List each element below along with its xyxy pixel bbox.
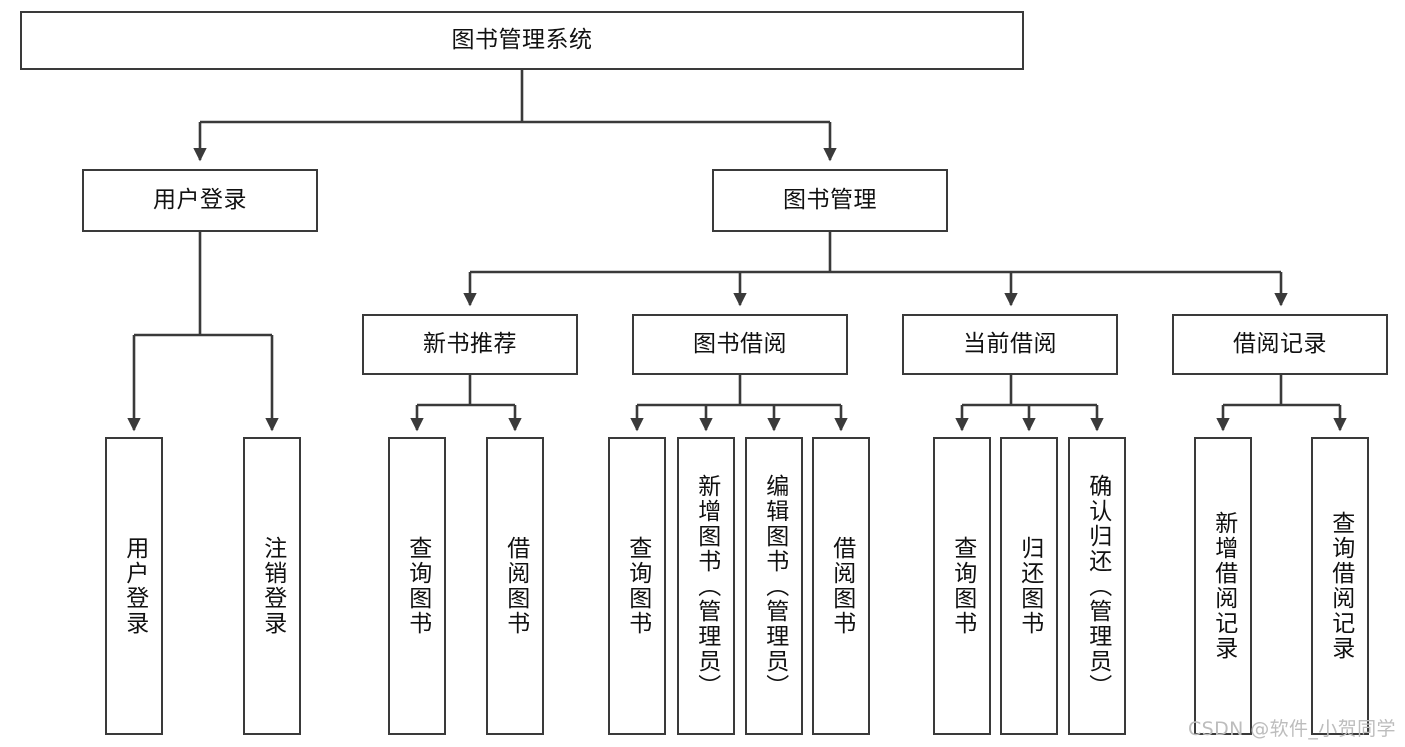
- leaf-query-book-1[interactable]: 查询图书: [388, 437, 446, 735]
- leaf-confirm-return[interactable]: 确认归还（管理员）: [1068, 437, 1126, 735]
- leaf-edit-book-label: 编辑图书（管理员）: [761, 473, 788, 699]
- node-current-borrow-label: 当前借阅: [963, 331, 1057, 358]
- leaf-add-book[interactable]: 新增图书（管理员）: [677, 437, 735, 735]
- leaf-query-book-3[interactable]: 查询图书: [933, 437, 991, 735]
- node-new-book-recommend[interactable]: 新书推荐: [362, 314, 578, 375]
- node-book-management[interactable]: 图书管理: [712, 169, 948, 232]
- node-new-book-recommend-label: 新书推荐: [423, 331, 517, 358]
- node-user-login-label: 用户登录: [153, 187, 247, 214]
- leaf-edit-book[interactable]: 编辑图书（管理员）: [745, 437, 803, 735]
- node-current-borrow[interactable]: 当前借阅: [902, 314, 1118, 375]
- node-root[interactable]: 图书管理系统: [20, 11, 1024, 70]
- leaf-return-book-label: 归还图书: [1016, 536, 1043, 636]
- leaf-add-book-label: 新增图书（管理员）: [693, 473, 720, 699]
- leaf-add-record-label: 新增借阅记录: [1210, 511, 1237, 661]
- leaf-confirm-return-label: 确认归还（管理员）: [1084, 473, 1111, 699]
- leaf-user-login-label: 用户登录: [121, 536, 148, 636]
- leaf-query-book-1-label: 查询图书: [404, 536, 431, 636]
- leaf-query-record-label: 查询借阅记录: [1327, 511, 1354, 661]
- node-book-management-label: 图书管理: [783, 187, 877, 214]
- leaf-borrow-book-2-label: 借阅图书: [828, 536, 855, 636]
- leaf-add-record[interactable]: 新增借阅记录: [1194, 437, 1252, 735]
- leaf-query-record[interactable]: 查询借阅记录: [1311, 437, 1369, 735]
- leaf-borrow-book-1-label: 借阅图书: [502, 536, 529, 636]
- node-root-label: 图书管理系统: [451, 27, 593, 54]
- node-borrow-record[interactable]: 借阅记录: [1172, 314, 1388, 375]
- leaf-return-book[interactable]: 归还图书: [1000, 437, 1058, 735]
- leaf-borrow-book-1[interactable]: 借阅图书: [486, 437, 544, 735]
- node-borrow-record-label: 借阅记录: [1233, 331, 1327, 358]
- leaf-logout-login-label: 注销登录: [259, 536, 286, 636]
- node-user-login[interactable]: 用户登录: [82, 169, 318, 232]
- leaf-user-login[interactable]: 用户登录: [105, 437, 163, 735]
- node-book-borrow[interactable]: 图书借阅: [632, 314, 848, 375]
- leaf-logout-login[interactable]: 注销登录: [243, 437, 301, 735]
- leaf-query-book-3-label: 查询图书: [949, 536, 976, 636]
- node-book-borrow-label: 图书借阅: [693, 331, 787, 358]
- leaf-query-book-2-label: 查询图书: [624, 536, 651, 636]
- watermark: CSDN @软件_小贺同学: [1188, 718, 1396, 740]
- leaf-borrow-book-2[interactable]: 借阅图书: [812, 437, 870, 735]
- leaf-query-book-2[interactable]: 查询图书: [608, 437, 666, 735]
